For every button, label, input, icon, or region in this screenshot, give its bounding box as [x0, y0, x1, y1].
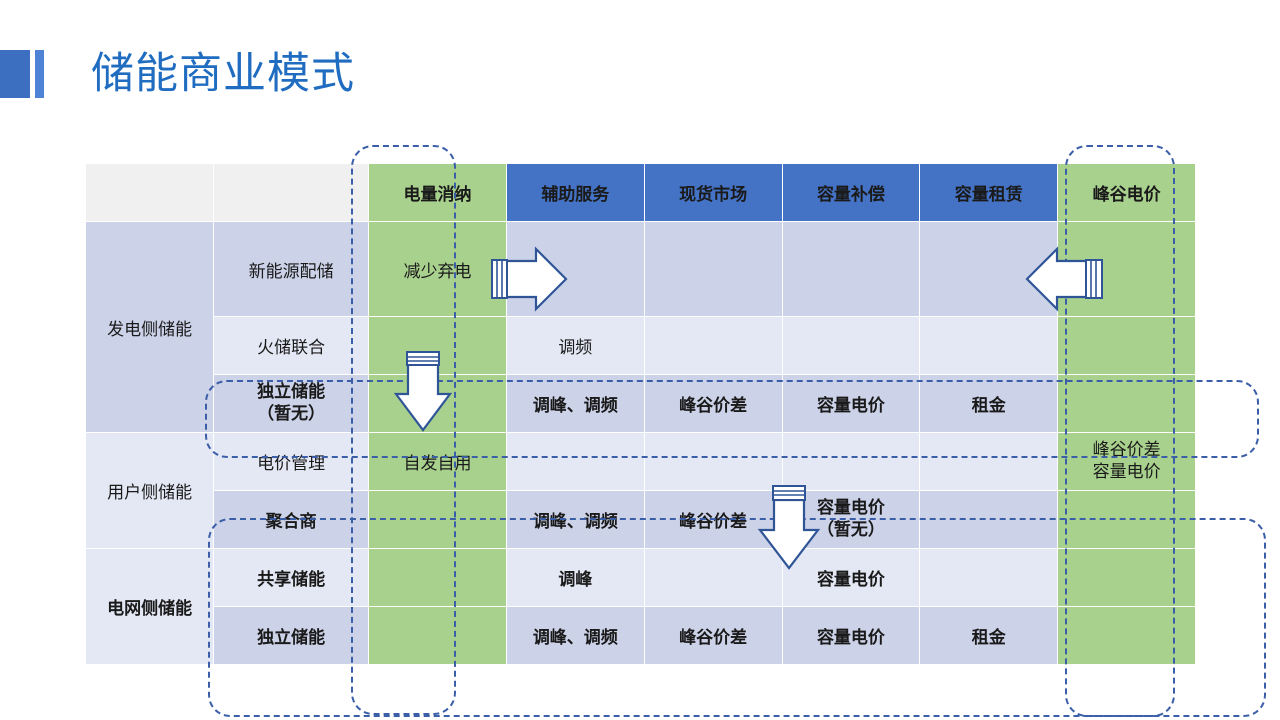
sub-label-0-1: 火储联合 [213, 316, 370, 375]
cell-0-2-4: 租金 [919, 374, 1059, 433]
cell-0-1-1: 调频 [505, 316, 645, 375]
cell-0-1-4 [919, 316, 1059, 375]
business-model-matrix: 电量消纳 辅助服务 现货市场 容量补偿 容量租赁 峰谷电价 发电侧储能 新能源配… [84, 163, 1196, 665]
cell-1-0-2 [643, 432, 783, 491]
cell-0-0-3 [781, 221, 921, 317]
cell-1-1-5 [1057, 490, 1196, 549]
header-blank-sub [213, 163, 370, 222]
table-row: 用户侧储能 电价管理 自发自用 峰谷价差容量电价 [84, 432, 1196, 549]
cell-0-0-0: 减少弃电 [368, 221, 507, 317]
header-col-0: 电量消纳 [368, 163, 507, 222]
cell-1-1-1: 调峰、调频 [505, 490, 645, 549]
cell-2-1-0 [368, 606, 507, 665]
header-blank-group [84, 163, 215, 222]
table-row: 电网侧储能 共享储能 调峰 容量电价 [84, 548, 1196, 665]
header-col-3: 容量补偿 [781, 163, 921, 222]
cell-0-2-3: 容量电价 [781, 374, 921, 433]
header-col-4: 容量租赁 [919, 163, 1059, 222]
sub-label-0-0: 新能源配储 [213, 221, 370, 317]
group-label-0: 发电侧储能 [84, 221, 215, 433]
sub-label-2-1: 独立储能 [213, 606, 370, 665]
table-header-row: 电量消纳 辅助服务 现货市场 容量补偿 容量租赁 峰谷电价 [84, 163, 1196, 222]
cell-1-0-4 [919, 432, 1059, 491]
cell-0-0-1 [505, 221, 645, 317]
cell-0-1-2 [643, 316, 783, 375]
table-row: 聚合商 调峰、调频 峰谷价差 容量电价（暂无） [86, 490, 1196, 549]
cell-1-1-3: 容量电价（暂无） [781, 490, 921, 549]
sub-label-1-1: 聚合商 [213, 490, 370, 549]
cell-2-1-3: 容量电价 [781, 606, 921, 665]
accent-block-icon [0, 50, 30, 98]
cell-2-1-5 [1057, 606, 1196, 665]
cell-2-0-3: 容量电价 [781, 548, 921, 607]
table-row: 火储联合 调频 [86, 316, 1196, 375]
sub-label-2-0: 共享储能 [213, 548, 370, 607]
cell-1-0-1 [505, 432, 645, 491]
cell-0-1-0 [368, 316, 507, 375]
cell-1-1-2: 峰谷价差 [643, 490, 783, 549]
cell-1-0-5: 峰谷价差容量电价 [1057, 432, 1196, 491]
cell-0-0-5 [1057, 221, 1196, 317]
cell-2-0-2 [643, 548, 783, 607]
title-bar: 储能商业模式 [0, 50, 355, 98]
cell-1-0-3 [781, 432, 921, 491]
cell-0-2-0 [368, 374, 507, 433]
cell-0-1-5 [1057, 316, 1196, 375]
group-label-1: 用户侧储能 [84, 432, 215, 549]
cell-2-1-4: 租金 [919, 606, 1059, 665]
cell-2-0-1: 调峰 [505, 548, 645, 607]
header-col-2: 现货市场 [643, 163, 783, 222]
header-col-1: 辅助服务 [505, 163, 645, 222]
cell-0-2-5 [1057, 374, 1196, 433]
cell-1-0-0: 自发自用 [368, 432, 507, 491]
cell-2-1-1: 调峰、调频 [505, 606, 645, 665]
page-title: 储能商业模式 [91, 49, 355, 99]
sub-label-0-2: 独立储能（暂无） [213, 374, 370, 433]
cell-0-0-4 [919, 221, 1059, 317]
cell-0-2-1: 调峰、调频 [505, 374, 645, 433]
header-col-5: 峰谷电价 [1057, 163, 1196, 222]
table-row: 独立储能（暂无） 调峰、调频 峰谷价差 容量电价 租金 [86, 374, 1196, 433]
cell-2-0-4 [919, 548, 1059, 607]
accent-bar-icon [35, 50, 44, 98]
table-row: 发电侧储能 新能源配储 减少弃电 [84, 221, 1196, 433]
table-row: 独立储能 调峰、调频 峰谷价差 容量电价 租金 [86, 606, 1196, 665]
cell-2-0-0 [368, 548, 507, 607]
cell-1-1-4 [919, 490, 1059, 549]
cell-1-1-0 [368, 490, 507, 549]
cell-2-0-5 [1057, 548, 1196, 607]
cell-0-1-3 [781, 316, 921, 375]
group-label-2: 电网侧储能 [84, 548, 215, 665]
cell-0-2-2: 峰谷价差 [643, 374, 783, 433]
cell-0-0-2 [643, 221, 783, 317]
cell-2-1-2: 峰谷价差 [643, 606, 783, 665]
sub-label-1-0: 电价管理 [213, 432, 370, 491]
